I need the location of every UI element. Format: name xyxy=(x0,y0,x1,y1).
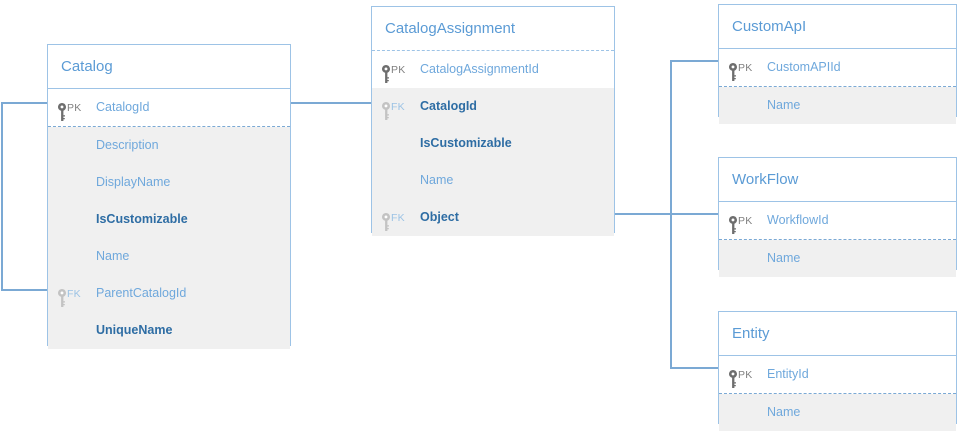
connector-catalogassignment-object-to-customapi xyxy=(615,60,718,215)
key-slot xyxy=(58,127,98,164)
table-section: PK WorkflowId xyxy=(719,202,956,240)
field-name: Name xyxy=(767,98,801,112)
table-title-workflow: WorkFlow xyxy=(719,158,956,202)
field-name: CatalogId xyxy=(96,100,150,114)
table-title-catalogassignment: CatalogAssignment xyxy=(372,7,614,51)
key-slot xyxy=(382,125,422,162)
foreign-key-icon xyxy=(382,98,390,120)
connector-catalogassignment-object-to-entity xyxy=(670,214,718,369)
table-section: Name xyxy=(719,394,956,431)
field-name: Name xyxy=(420,173,454,187)
field-name: IsCustomizable xyxy=(96,212,188,226)
fk-label: FK xyxy=(391,212,405,224)
field-row[interactable]: FK CatalogId xyxy=(372,88,614,125)
primary-key-icon xyxy=(729,59,737,81)
field-row[interactable]: UniqueName xyxy=(48,312,290,349)
key-slot: PK xyxy=(382,51,422,88)
field-name: WorkflowId xyxy=(767,213,829,227)
field-row[interactable]: Name xyxy=(719,87,956,124)
field-name: Object xyxy=(420,210,459,224)
key-slot xyxy=(58,238,98,275)
key-slot xyxy=(58,164,98,201)
field-row[interactable]: DisplayName xyxy=(48,164,290,201)
table-section: PK CustomAPIId xyxy=(719,49,956,87)
key-slot xyxy=(729,87,769,124)
pk-label: PK xyxy=(391,64,406,76)
field-name: DisplayName xyxy=(96,175,171,189)
pk-label: PK xyxy=(738,62,753,74)
pk-label: PK xyxy=(67,102,82,114)
foreign-key-icon xyxy=(58,285,66,307)
pk-label: PK xyxy=(738,369,753,381)
primary-key-icon xyxy=(729,366,737,388)
field-row[interactable]: Name xyxy=(48,238,290,275)
table-section: PK CatalogAssignmentId xyxy=(372,51,614,88)
key-slot xyxy=(58,201,98,238)
field-name: Name xyxy=(96,249,130,263)
field-name: CatalogAssignmentId xyxy=(420,62,539,76)
table-section: Name xyxy=(719,240,956,277)
field-name: Description xyxy=(96,138,159,152)
primary-key-icon xyxy=(382,61,390,83)
primary-key-icon xyxy=(58,99,66,121)
fk-label: FK xyxy=(67,288,81,300)
field-row[interactable]: Name xyxy=(719,394,956,431)
field-row[interactable]: PK CatalogAssignmentId xyxy=(372,51,614,88)
key-slot xyxy=(729,240,769,277)
field-row[interactable]: Name xyxy=(719,240,956,277)
field-row[interactable]: PK CustomAPIId xyxy=(719,49,956,86)
field-row[interactable]: PK EntityId xyxy=(719,356,956,393)
key-slot: PK xyxy=(729,356,769,393)
table-section: Name xyxy=(719,87,956,124)
field-row[interactable]: FK ParentCatalogId xyxy=(48,275,290,312)
foreign-key-icon xyxy=(382,209,390,231)
field-name: UniqueName xyxy=(96,323,173,337)
connector-catalog-self-reference xyxy=(1,102,47,291)
field-name: IsCustomizable xyxy=(420,136,512,150)
table-title-catalog: Catalog xyxy=(48,45,290,89)
key-slot xyxy=(729,394,769,431)
table-section: PK CatalogId xyxy=(48,89,290,127)
field-row[interactable]: FK Object xyxy=(372,199,614,236)
key-slot: FK xyxy=(382,199,422,236)
key-slot: FK xyxy=(58,275,98,312)
field-row[interactable]: IsCustomizable xyxy=(48,201,290,238)
field-name: CatalogId xyxy=(420,99,477,113)
table-title-customapi: CustomApI xyxy=(719,5,956,49)
key-slot: FK xyxy=(382,88,422,125)
key-slot: PK xyxy=(729,49,769,86)
key-slot xyxy=(382,162,422,199)
field-row[interactable]: Name xyxy=(372,162,614,199)
field-name: Name xyxy=(767,405,801,419)
key-slot: PK xyxy=(58,89,98,126)
field-row[interactable]: PK WorkflowId xyxy=(719,202,956,239)
field-row[interactable]: PK CatalogId xyxy=(48,89,290,126)
field-name: Name xyxy=(767,251,801,265)
pk-label: PK xyxy=(738,215,753,227)
key-slot xyxy=(58,312,98,349)
field-row[interactable]: Description xyxy=(48,127,290,164)
field-name: CustomAPIId xyxy=(767,60,841,74)
fk-label: FK xyxy=(391,101,405,113)
table-section: PK EntityId xyxy=(719,356,956,394)
field-name: EntityId xyxy=(767,367,809,381)
field-row[interactable]: IsCustomizable xyxy=(372,125,614,162)
table-title-entity: Entity xyxy=(719,312,956,356)
key-slot: PK xyxy=(729,202,769,239)
field-name: ParentCatalogId xyxy=(96,286,187,300)
primary-key-icon xyxy=(729,212,737,234)
